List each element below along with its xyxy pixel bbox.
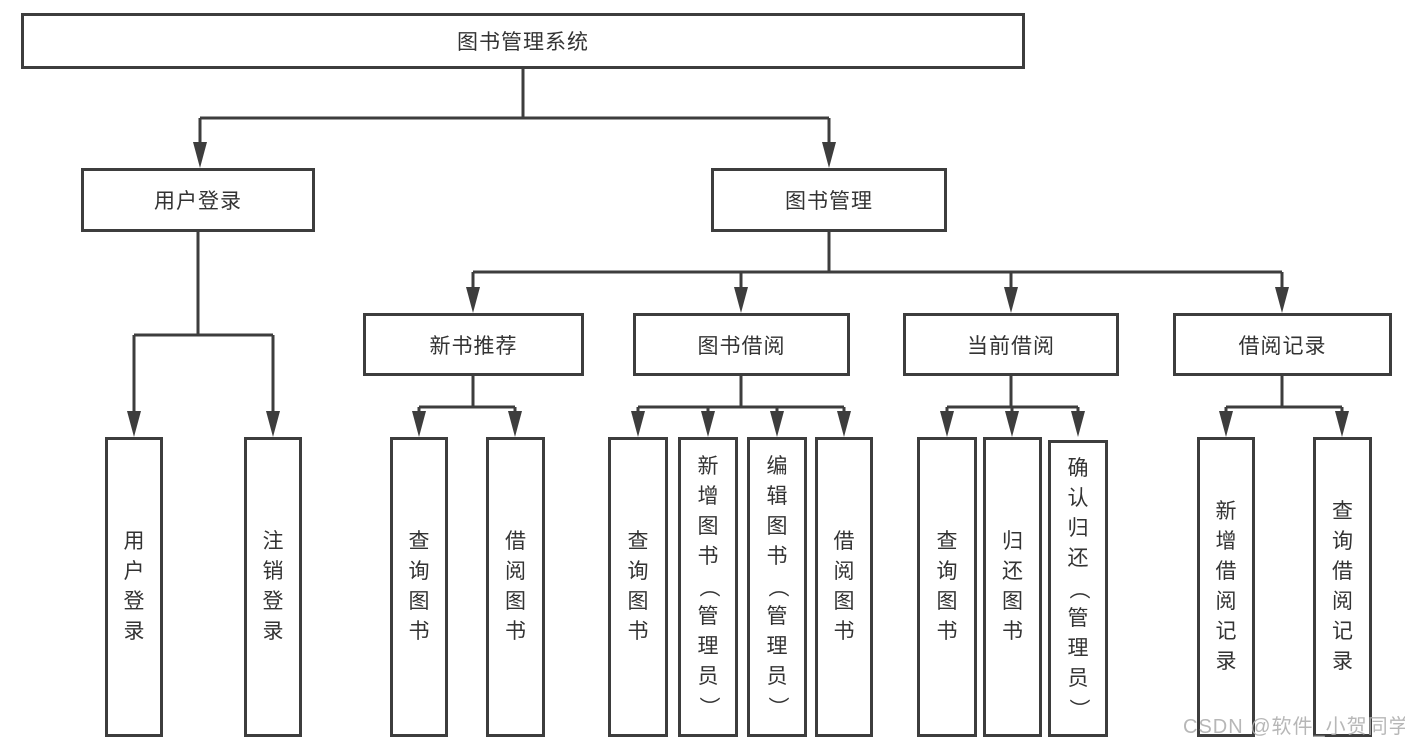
connector-records — [1224, 376, 1344, 422]
node-leaf-cb-return-books: 归还图书 — [983, 437, 1042, 737]
node-leaf-logout: 注销登录 — [244, 437, 302, 737]
node-leaf-user-login-label: 用户登录 — [123, 530, 145, 643]
node-leaf-rec-query-books: 查询图书 — [390, 437, 448, 737]
node-leaf-cb-confirm-return-admin-label: 确认归还（管理员） — [1067, 456, 1090, 720]
node-leaf-br-add-record: 新增借阅记录 — [1197, 437, 1255, 737]
node-current-borrow-label: 当前借阅 — [967, 334, 1055, 358]
node-leaf-bb-borrow-books: 借阅图书 — [815, 437, 873, 737]
node-user-login-label: 用户登录 — [154, 190, 242, 213]
connector-user-login — [132, 232, 275, 420]
connector-book-mgmt — [471, 232, 1284, 298]
node-leaf-br-query-record-label: 查询借阅记录 — [1332, 500, 1353, 673]
node-new-book-recommend: 新书推荐 — [363, 313, 584, 376]
node-leaf-bb-borrow-books-label: 借阅图书 — [833, 530, 855, 643]
node-borrow-records-label: 借阅记录 — [1238, 334, 1327, 358]
node-leaf-bb-query-books-label: 查询图书 — [627, 530, 649, 643]
node-leaf-rec-query-books-label: 查询图书 — [408, 530, 430, 643]
node-leaf-br-query-record: 查询借阅记录 — [1313, 437, 1372, 737]
node-root: 图书管理系统 — [21, 13, 1025, 69]
node-borrow-records: 借阅记录 — [1173, 313, 1392, 376]
node-leaf-bb-add-books-admin: 新增图书（管理员） — [678, 437, 738, 737]
node-book-borrow: 图书借阅 — [633, 313, 850, 376]
node-root-label: 图书管理系统 — [457, 31, 589, 54]
node-leaf-rec-borrow-books: 借阅图书 — [486, 437, 545, 737]
connector-root — [198, 69, 831, 150]
node-current-borrow: 当前借阅 — [903, 313, 1119, 376]
node-leaf-bb-add-books-admin-label: 新增图书（管理员） — [697, 455, 720, 718]
connector-borrow — [636, 376, 846, 422]
node-leaf-cb-query-books: 查询图书 — [917, 437, 977, 737]
node-user-login: 用户登录 — [81, 168, 315, 232]
connector-new-rec — [417, 376, 517, 422]
node-leaf-bb-query-books: 查询图书 — [608, 437, 668, 737]
node-new-book-recommend-label: 新书推荐 — [429, 334, 518, 358]
node-leaf-rec-borrow-books-label: 借阅图书 — [505, 530, 526, 643]
node-leaf-user-login: 用户登录 — [105, 437, 163, 737]
node-leaf-bb-edit-books-admin-label: 编辑图书（管理员） — [766, 455, 789, 718]
node-leaf-br-add-record-label: 新增借阅记录 — [1215, 500, 1237, 673]
node-book-borrow-label: 图书借阅 — [697, 334, 786, 358]
arrowheads — [127, 142, 1349, 437]
node-leaf-bb-edit-books-admin: 编辑图书（管理员） — [747, 437, 807, 737]
node-book-management-label: 图书管理 — [785, 190, 873, 213]
node-book-management: 图书管理 — [711, 168, 947, 232]
node-leaf-cb-query-books-label: 查询图书 — [936, 530, 958, 643]
node-leaf-cb-confirm-return-admin: 确认归还（管理员） — [1048, 440, 1108, 737]
csdn-watermark: CSDN @软件_小贺同学 — [1183, 716, 1405, 738]
node-leaf-logout-label: 注销登录 — [262, 530, 284, 643]
node-leaf-cb-return-books-label: 归还图书 — [1002, 530, 1023, 643]
